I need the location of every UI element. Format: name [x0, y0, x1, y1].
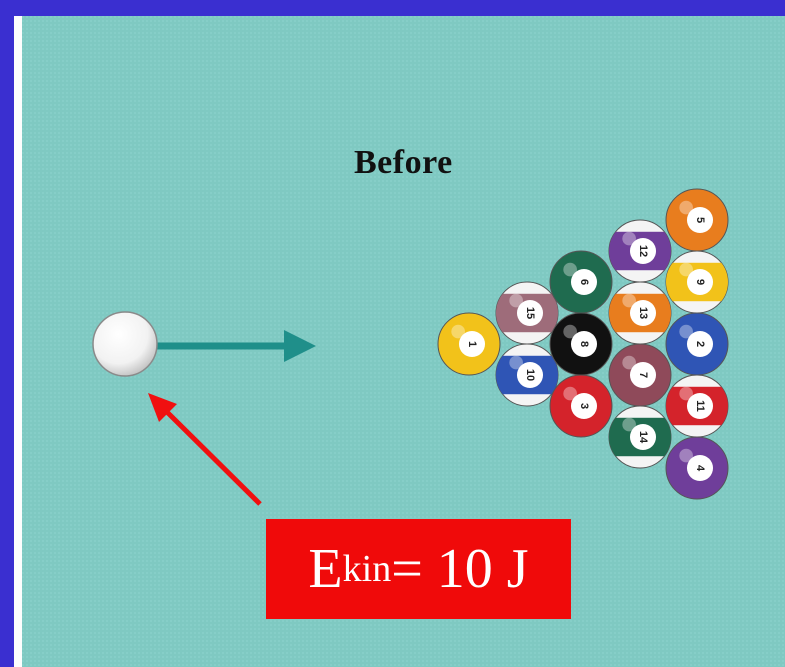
ball-3: 3: [549, 374, 613, 438]
ball-number: 10: [524, 369, 536, 381]
motion-arrow: [154, 330, 316, 362]
ball-number: 4: [694, 465, 706, 472]
ball-12: 12: [608, 219, 672, 283]
ball-number: 13: [637, 307, 649, 319]
ball-number: 7: [637, 372, 649, 378]
ball-4: 4: [665, 436, 729, 500]
ball-number: 1: [466, 341, 478, 347]
ball-7: 7: [608, 343, 672, 407]
energy-subscript: kin: [342, 548, 392, 590]
ball-9: 9: [665, 250, 729, 314]
ball-10: 10: [495, 343, 559, 407]
ball-11: 11: [665, 374, 729, 438]
ball-number: 14: [637, 431, 649, 444]
ball-14: 14: [608, 405, 672, 469]
ball-15: 15: [495, 281, 559, 345]
cue-ball: [92, 311, 158, 377]
energy-symbol: E: [308, 538, 343, 600]
pointer-arrow: [148, 393, 262, 506]
billiard-diagram: 1 15 10 6 8 3 12 13 7 14 5 9 2 11 4: [14, 16, 785, 667]
ball-number: 2: [694, 341, 706, 347]
ball-1: 1: [437, 312, 501, 376]
ball-13: 13: [608, 281, 672, 345]
ball-number: 9: [694, 279, 706, 285]
ball-rack: 1 15 10 6 8 3 12 13 7 14 5 9 2 11 4: [437, 188, 729, 500]
ball-5: 5: [665, 188, 729, 252]
ball-number: 15: [524, 307, 536, 319]
ball-number: 11: [694, 400, 706, 412]
heading-before: Before: [354, 144, 453, 181]
ball-number: 8: [578, 341, 590, 347]
ball-number: 3: [578, 403, 590, 409]
ball-2: 2: [665, 312, 729, 376]
ball-8: 8: [549, 312, 613, 376]
ball-number: 12: [637, 245, 649, 257]
ball-6: 6: [549, 250, 613, 314]
energy-value: = 10 J: [391, 538, 529, 600]
ball-number: 5: [694, 217, 706, 223]
ball-number: 6: [578, 279, 590, 285]
